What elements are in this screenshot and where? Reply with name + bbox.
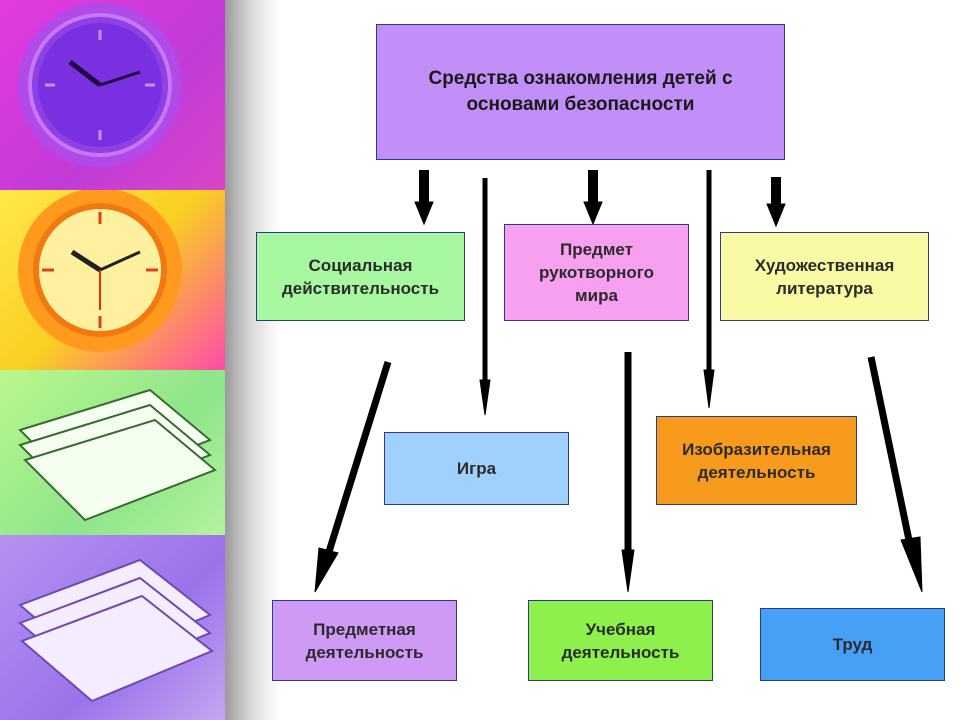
green-papers-panel bbox=[0, 370, 225, 535]
node-manmade-label: Предмет рукотворного мира bbox=[538, 240, 655, 305]
yellow-clock-panel bbox=[0, 190, 225, 370]
node-study: Учебная деятельность bbox=[528, 600, 713, 681]
node-visual: Изобразительная деятельность bbox=[656, 416, 857, 505]
purple-papers-panel bbox=[0, 535, 225, 720]
node-manmade: Предмет рукотворного мира bbox=[504, 224, 689, 321]
node-objective: Предметная деятельность bbox=[272, 600, 457, 681]
alarm-clock-icon bbox=[18, 190, 182, 352]
node-social-label: Социальная действительность bbox=[281, 255, 440, 298]
node-objective-label: Предметная деятельность bbox=[305, 619, 424, 662]
root-node-label: Средства ознакомления детей с основами б… bbox=[428, 68, 733, 115]
node-labor-label: Труд bbox=[832, 635, 873, 654]
node-game-label: Игра bbox=[456, 459, 497, 478]
node-fiction: Художественная литература bbox=[720, 232, 929, 321]
clock-icon bbox=[18, 3, 182, 167]
arrowhead-manmade-study bbox=[621, 549, 635, 593]
arrow-fiction-labor bbox=[867, 356, 914, 546]
paper-stack-icon bbox=[18, 558, 214, 703]
gray-gradient-bar bbox=[225, 0, 280, 720]
arrowhead-root-social bbox=[414, 201, 434, 226]
arrowhead-social-objective bbox=[314, 547, 339, 593]
node-study-label: Учебная деятельность bbox=[561, 619, 680, 662]
purple-clock-panel bbox=[0, 0, 225, 190]
node-labor: Труд bbox=[760, 608, 945, 681]
decorative-strip bbox=[0, 0, 225, 720]
node-fiction-label: Художественная литература bbox=[754, 255, 895, 298]
node-visual-label: Изобразительная деятельность bbox=[682, 439, 831, 482]
arrowhead-root-fiction bbox=[766, 203, 786, 228]
arrowhead-root-visual bbox=[703, 369, 715, 409]
node-social: Социальная действительность bbox=[256, 232, 465, 321]
paper-stack-icon bbox=[18, 388, 217, 522]
arrowhead-root-game bbox=[479, 379, 491, 416]
arrowhead-fiction-labor bbox=[900, 536, 923, 593]
node-game: Игра bbox=[384, 432, 569, 505]
root-node: Средства ознакомления детей с основами б… bbox=[376, 24, 785, 160]
arrowhead-root-manmade bbox=[583, 201, 603, 226]
arrow-social-objective bbox=[324, 360, 392, 557]
